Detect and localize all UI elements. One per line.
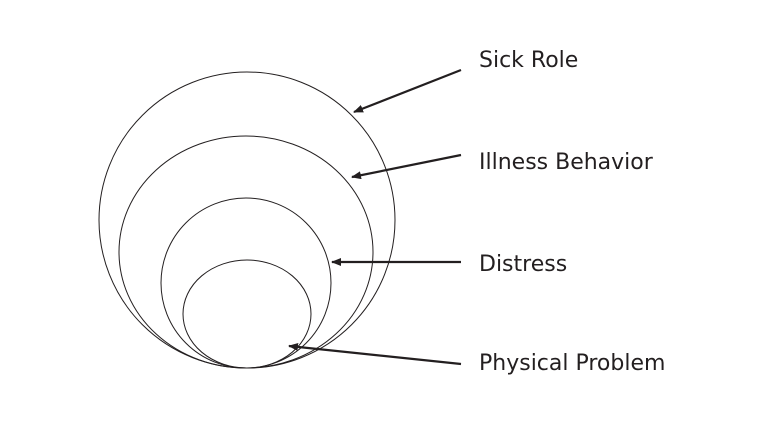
circle-physical-problem: [182, 259, 312, 369]
arrow-sick-role: [353, 68, 462, 114]
label-distress: Distress: [479, 252, 568, 277]
label-sick-role: Sick Role: [479, 48, 579, 73]
arrow-illness-behavior: [351, 153, 462, 180]
circle-illness-behavior: [118, 135, 374, 369]
circle-sick-role: [98, 71, 396, 369]
label-illness-behavior: Illness Behavior: [479, 150, 653, 175]
label-physical-problem: Physical Problem: [479, 351, 666, 376]
circle-distress: [160, 197, 332, 369]
arrow-physical-problem: [288, 342, 462, 366]
